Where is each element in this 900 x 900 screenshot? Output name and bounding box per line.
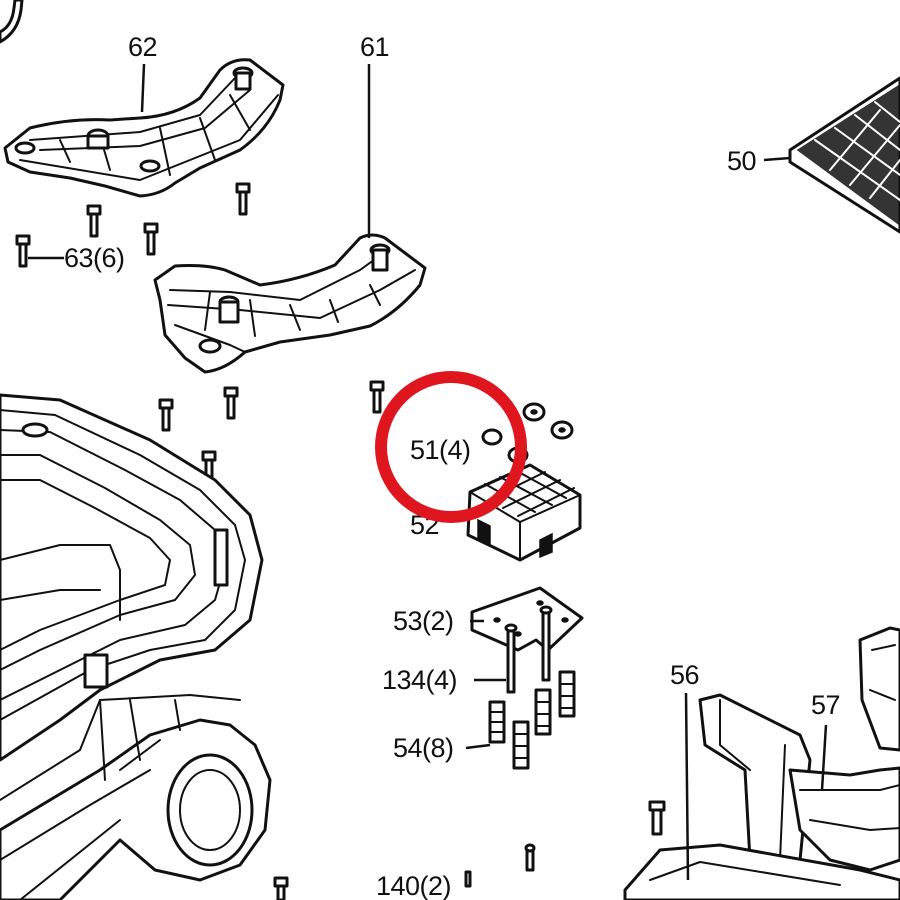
label-part-134: 134(4) [382, 665, 458, 695]
label-part-61: 61 [360, 32, 390, 62]
label-part-57: 57 [811, 690, 841, 720]
part-52-block [466, 463, 582, 562]
part-50-grid-panel [788, 76, 900, 234]
label-part-63: 63(6) [64, 243, 125, 273]
label-part-50: 50 [727, 146, 757, 176]
label-part-56: 56 [670, 660, 700, 690]
part-57-arm [788, 626, 900, 872]
part-134-bolts [504, 605, 553, 694]
leader-lines [28, 63, 828, 881]
label-part-62: 62 [128, 32, 158, 62]
label-part-54: 54(8) [393, 733, 454, 763]
label-part-51: 51(4) [410, 435, 471, 465]
part-62-bracket [3, 58, 285, 198]
part-53-plate [470, 586, 584, 652]
bottom-frame [0, 694, 289, 900]
part-140-screws [464, 800, 666, 888]
hose-fragment [0, 0, 24, 44]
part-51-nuts [481, 402, 574, 464]
label-part-53: 53(2) [393, 606, 454, 636]
label-part-52: 52 [410, 510, 440, 540]
part-54-feet [488, 670, 576, 770]
label-part-140: 140(2) [376, 871, 452, 900]
left-housing [0, 393, 264, 762]
part-56-handle [623, 693, 900, 900]
part-61-bracket [153, 233, 427, 374]
